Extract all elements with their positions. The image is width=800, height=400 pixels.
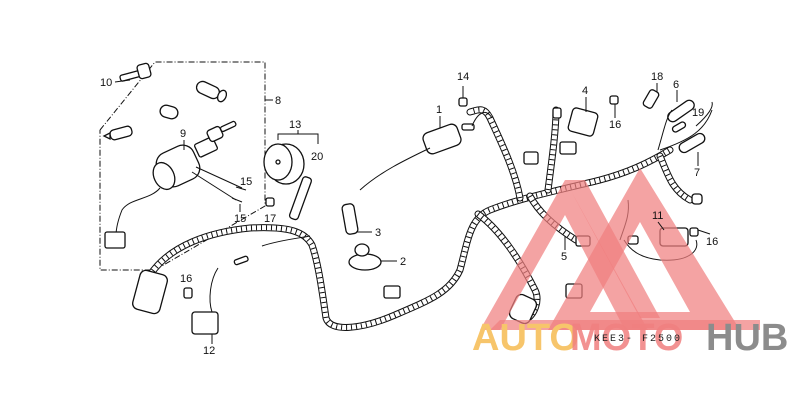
- bolt-17-part: [265, 197, 275, 207]
- callout-2: 2: [400, 256, 406, 268]
- callout-16c: 16: [180, 273, 192, 285]
- horn-bracket-part: [288, 176, 313, 221]
- callout-3: 3: [375, 227, 381, 239]
- relay-part: [567, 107, 599, 137]
- callout-14: 14: [457, 71, 469, 83]
- diagram-code: KEE3- F2500: [594, 334, 682, 345]
- watermark-logo-triangles: [480, 168, 760, 330]
- callout-7: 7: [694, 167, 700, 179]
- key-set-group-box: [99, 61, 273, 271]
- watermark-brand: AUTO MOTO HUB: [472, 317, 788, 359]
- callout-12: 12: [203, 345, 215, 357]
- callout-labels: 1 2 3 4 5 6 7 8 9 10 11 12 13 14 15 15 1…: [100, 71, 718, 357]
- callout-5: 5: [561, 251, 567, 263]
- horn-part: [263, 130, 319, 185]
- screw-parts: [231, 186, 247, 203]
- fuse-box-parts: [642, 89, 713, 154]
- callout-17: 17: [264, 213, 276, 225]
- callout-8: 8: [275, 95, 281, 107]
- callout-6: 6: [673, 79, 679, 91]
- callout-16b: 16: [706, 236, 718, 248]
- key-part: [119, 62, 152, 82]
- callout-18: 18: [651, 71, 663, 83]
- callout-11: 11: [652, 210, 663, 222]
- callout-19: 19: [692, 107, 704, 119]
- watermark-moto: MOTO: [570, 317, 683, 359]
- callout-15b: 15: [234, 213, 246, 225]
- callout-10: 10: [100, 77, 112, 89]
- spark-plug-cap-part: [341, 203, 359, 235]
- callout-16a: 16: [609, 119, 621, 131]
- watermark-hub: HUB: [706, 317, 788, 359]
- callout-1: 1: [436, 104, 442, 116]
- callout-13: 13: [289, 119, 301, 131]
- lock-cylinders: [102, 80, 228, 141]
- watermark-auto: AUTO: [472, 317, 579, 359]
- callout-9: 9: [180, 128, 186, 140]
- grommet-part: [348, 253, 382, 271]
- ignition-switch-part: [104, 120, 243, 249]
- callout-20: 20: [311, 151, 323, 163]
- connector-12-part: [191, 311, 219, 335]
- callout-4: 4: [582, 85, 588, 97]
- callout-15a: 15: [240, 176, 252, 188]
- ignition-coil-part: [359, 111, 493, 191]
